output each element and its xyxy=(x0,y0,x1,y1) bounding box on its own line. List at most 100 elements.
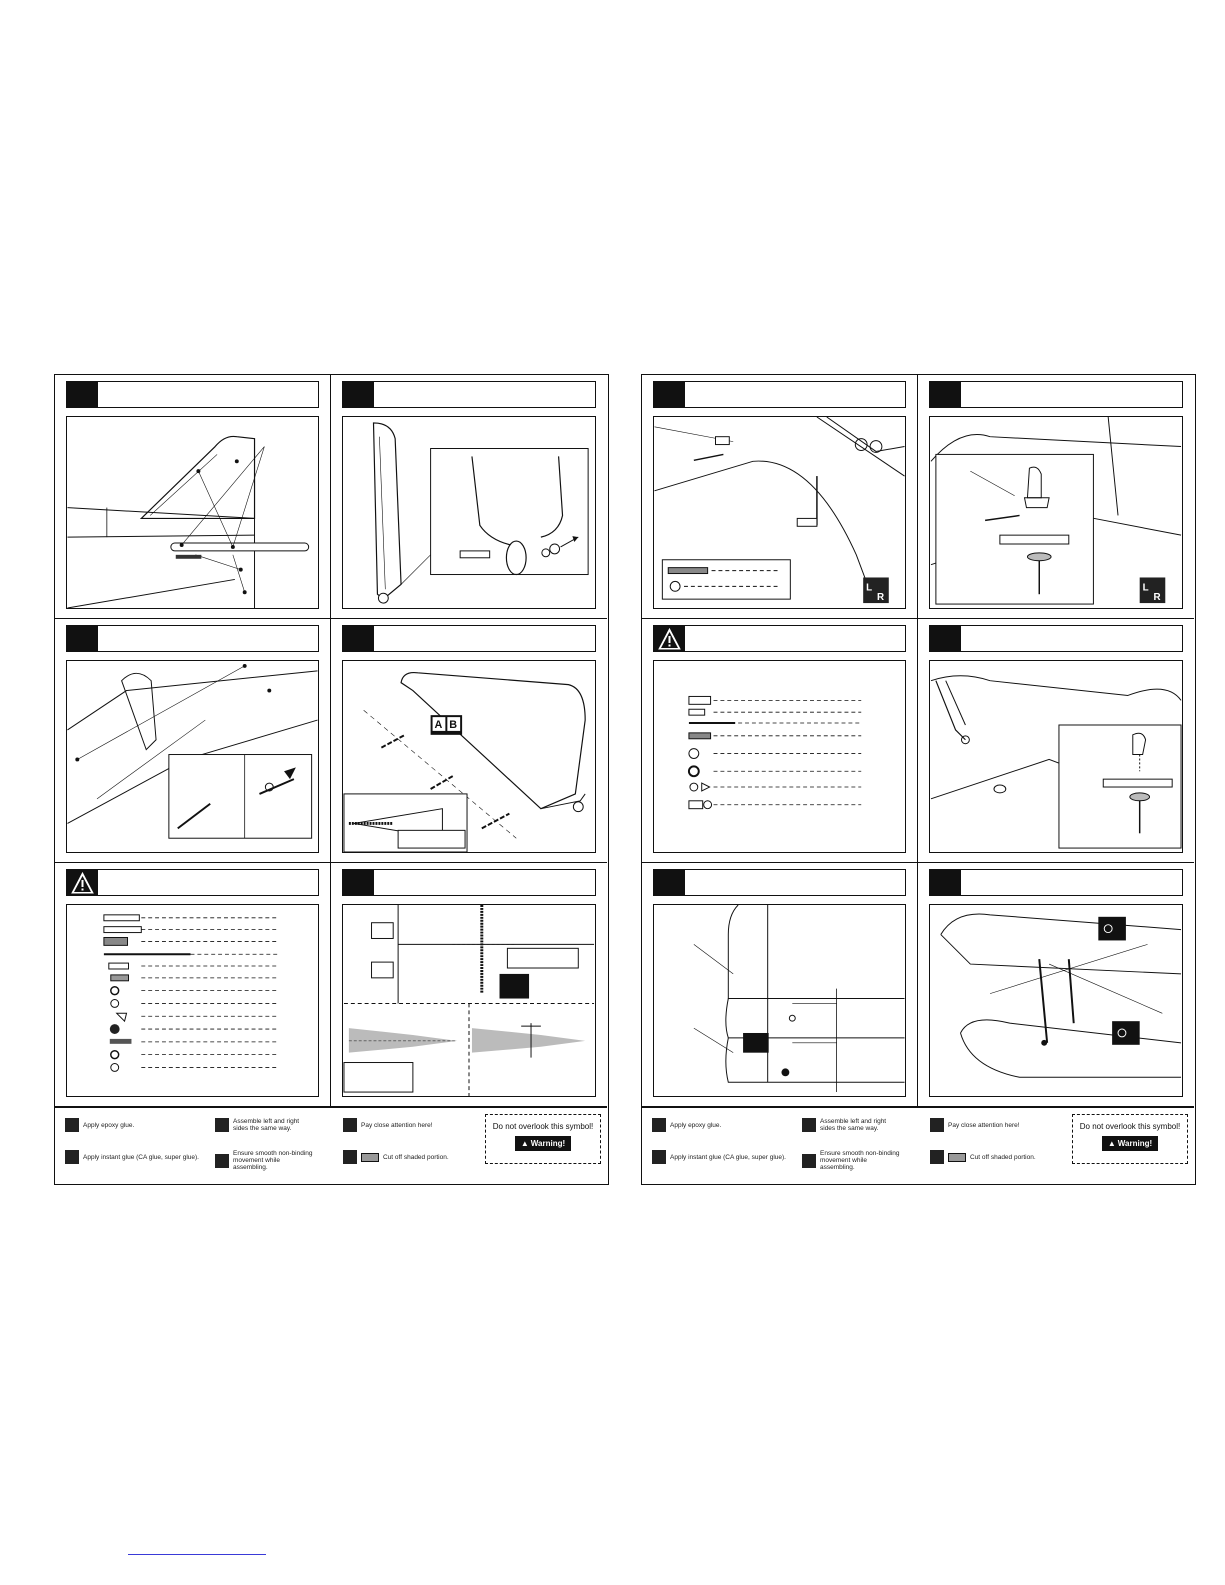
warning-triangle-icon: ▲ xyxy=(1107,1139,1116,1148)
step-tail-wheel xyxy=(331,375,607,619)
symbol-legend: Apply epoxy glue. Apply instant glue (CA… xyxy=(642,1107,1194,1185)
warning-badge-text: Warning! xyxy=(1117,1139,1153,1148)
left-right-icon xyxy=(802,1118,816,1132)
legend-ca-text: Apply instant glue (CA glue, super glue)… xyxy=(670,1153,786,1161)
step-biplane-struts xyxy=(918,863,1194,1107)
legend-cutoff-text: Cut off shaded portion. xyxy=(383,1153,449,1161)
wing-measure-diagram xyxy=(653,904,906,1097)
legend-smooth-text: Ensure smooth non-binding movement while… xyxy=(820,1150,900,1171)
ca-glue-icon xyxy=(652,1150,666,1164)
step-header xyxy=(653,381,906,408)
legend-lr: Assemble left and right sides the same w… xyxy=(215,1118,308,1132)
control-horn-drawing: L R xyxy=(654,417,905,604)
legend-epoxy: Apply epoxy glue. xyxy=(65,1118,153,1132)
legend-attention: Pay close attention here! xyxy=(930,1118,1038,1132)
step-clevis-install: L R xyxy=(918,375,1194,619)
parts-list-diagram xyxy=(66,904,319,1097)
lr-label-l: L xyxy=(1143,582,1149,593)
alignment-drawing xyxy=(343,905,595,1096)
step-parts-list xyxy=(642,619,918,863)
symbol-legend: Apply epoxy glue. Apply instant glue (CA… xyxy=(55,1107,607,1185)
legend-attention: Pay close attention here! xyxy=(343,1118,451,1132)
warning-badge-text: Warning! xyxy=(530,1139,566,1148)
step-number-box xyxy=(654,382,685,407)
step-header xyxy=(66,625,319,652)
left-instruction-sheet: A B xyxy=(54,374,609,1185)
step-header xyxy=(929,381,1183,408)
step-header xyxy=(342,381,596,408)
aileron-diagram: A B xyxy=(342,660,596,853)
step-number-box xyxy=(930,626,961,651)
step-header xyxy=(66,869,319,896)
legend-smooth: Ensure smooth non-binding movement while… xyxy=(802,1150,900,1171)
step-control-horn: L R xyxy=(642,375,918,619)
clevis-diagram: L R xyxy=(929,416,1183,609)
fin-drawing xyxy=(67,435,310,608)
biplane-struts-diagram xyxy=(929,904,1183,1097)
left-steps-grid: A B xyxy=(55,375,607,1107)
dont-overlook-text: Do not overlook this symbol! xyxy=(492,1122,594,1131)
warning-triangle-icon xyxy=(67,870,98,895)
parts-list-drawing xyxy=(687,695,862,810)
legend-smooth: Ensure smooth non-binding movement while… xyxy=(215,1150,313,1171)
attention-hand-icon xyxy=(930,1118,944,1132)
clevis-drawing: L R xyxy=(930,417,1182,605)
legend-ca-text: Apply instant glue (CA glue, super glue)… xyxy=(83,1153,199,1161)
smooth-movement-icon xyxy=(215,1153,229,1168)
ca-glue-icon xyxy=(65,1150,79,1164)
warning-triangle-icon: ▲ xyxy=(520,1139,529,1148)
step-aileron-hinges: A B xyxy=(331,619,607,863)
step-parts-list xyxy=(55,863,331,1107)
warning-badge: ▲Warning! xyxy=(514,1136,572,1151)
step-wing-mount xyxy=(918,619,1194,863)
legend-epoxy-text: Apply epoxy glue. xyxy=(670,1121,722,1129)
step-vertical-fin xyxy=(55,375,331,619)
tail-wheel-drawing xyxy=(372,422,589,604)
step-number-box xyxy=(930,870,961,895)
legend-lr: Assemble left and right sides the same w… xyxy=(802,1118,895,1132)
control-horn-diagram: L R xyxy=(653,416,906,609)
lr-label-r: R xyxy=(877,592,884,603)
legend-attention-text: Pay close attention here! xyxy=(948,1121,1020,1129)
footer-link-underline xyxy=(128,1554,266,1555)
legend-attention-text: Pay close attention here! xyxy=(361,1121,433,1129)
step-number-box xyxy=(654,870,685,895)
left-right-icon xyxy=(215,1118,229,1132)
wing-mount-diagram xyxy=(929,660,1183,853)
cut-off-icon xyxy=(930,1150,944,1164)
step-number-box xyxy=(67,382,98,407)
lr-label-l: L xyxy=(866,582,872,593)
epoxy-glue-icon xyxy=(65,1118,79,1132)
parts-list-drawing xyxy=(103,914,280,1072)
step-header xyxy=(653,625,906,652)
biplane-struts-drawing xyxy=(940,913,1182,1078)
legend-epoxy: Apply epoxy glue. xyxy=(652,1118,740,1132)
step-alignment xyxy=(331,863,607,1107)
right-steps-grid: L R xyxy=(642,375,1194,1107)
shaded-sample xyxy=(948,1152,966,1162)
step-header xyxy=(929,869,1183,896)
attention-hand-icon xyxy=(343,1118,357,1132)
lr-badge xyxy=(863,577,889,604)
warning-triangle-icon xyxy=(654,626,685,651)
fin-diagram xyxy=(66,416,319,609)
wing-struts-drawing xyxy=(67,663,318,839)
cut-off-icon xyxy=(343,1150,357,1164)
parts-list-diagram xyxy=(653,660,906,853)
step-number-box xyxy=(67,626,98,651)
dont-overlook-text: Do not overlook this symbol! xyxy=(1079,1122,1181,1131)
step-header xyxy=(342,869,596,896)
smooth-movement-icon xyxy=(802,1153,816,1168)
legend-ca: Apply instant glue (CA glue, super glue)… xyxy=(65,1150,203,1164)
step-header xyxy=(653,869,906,896)
wing-mount-drawing xyxy=(930,675,1182,849)
step-wing-struts xyxy=(55,619,331,863)
alignment-diagram xyxy=(342,904,596,1097)
shaded-sample xyxy=(361,1152,379,1162)
warning-badge: ▲Warning! xyxy=(1101,1136,1159,1151)
step-number-box xyxy=(343,870,374,895)
step-number-box xyxy=(930,382,961,407)
legend-ca: Apply instant glue (CA glue, super glue)… xyxy=(652,1150,790,1164)
step-wing-measure xyxy=(642,863,918,1107)
legend-lr-text: Assemble left and right sides the same w… xyxy=(820,1118,887,1132)
